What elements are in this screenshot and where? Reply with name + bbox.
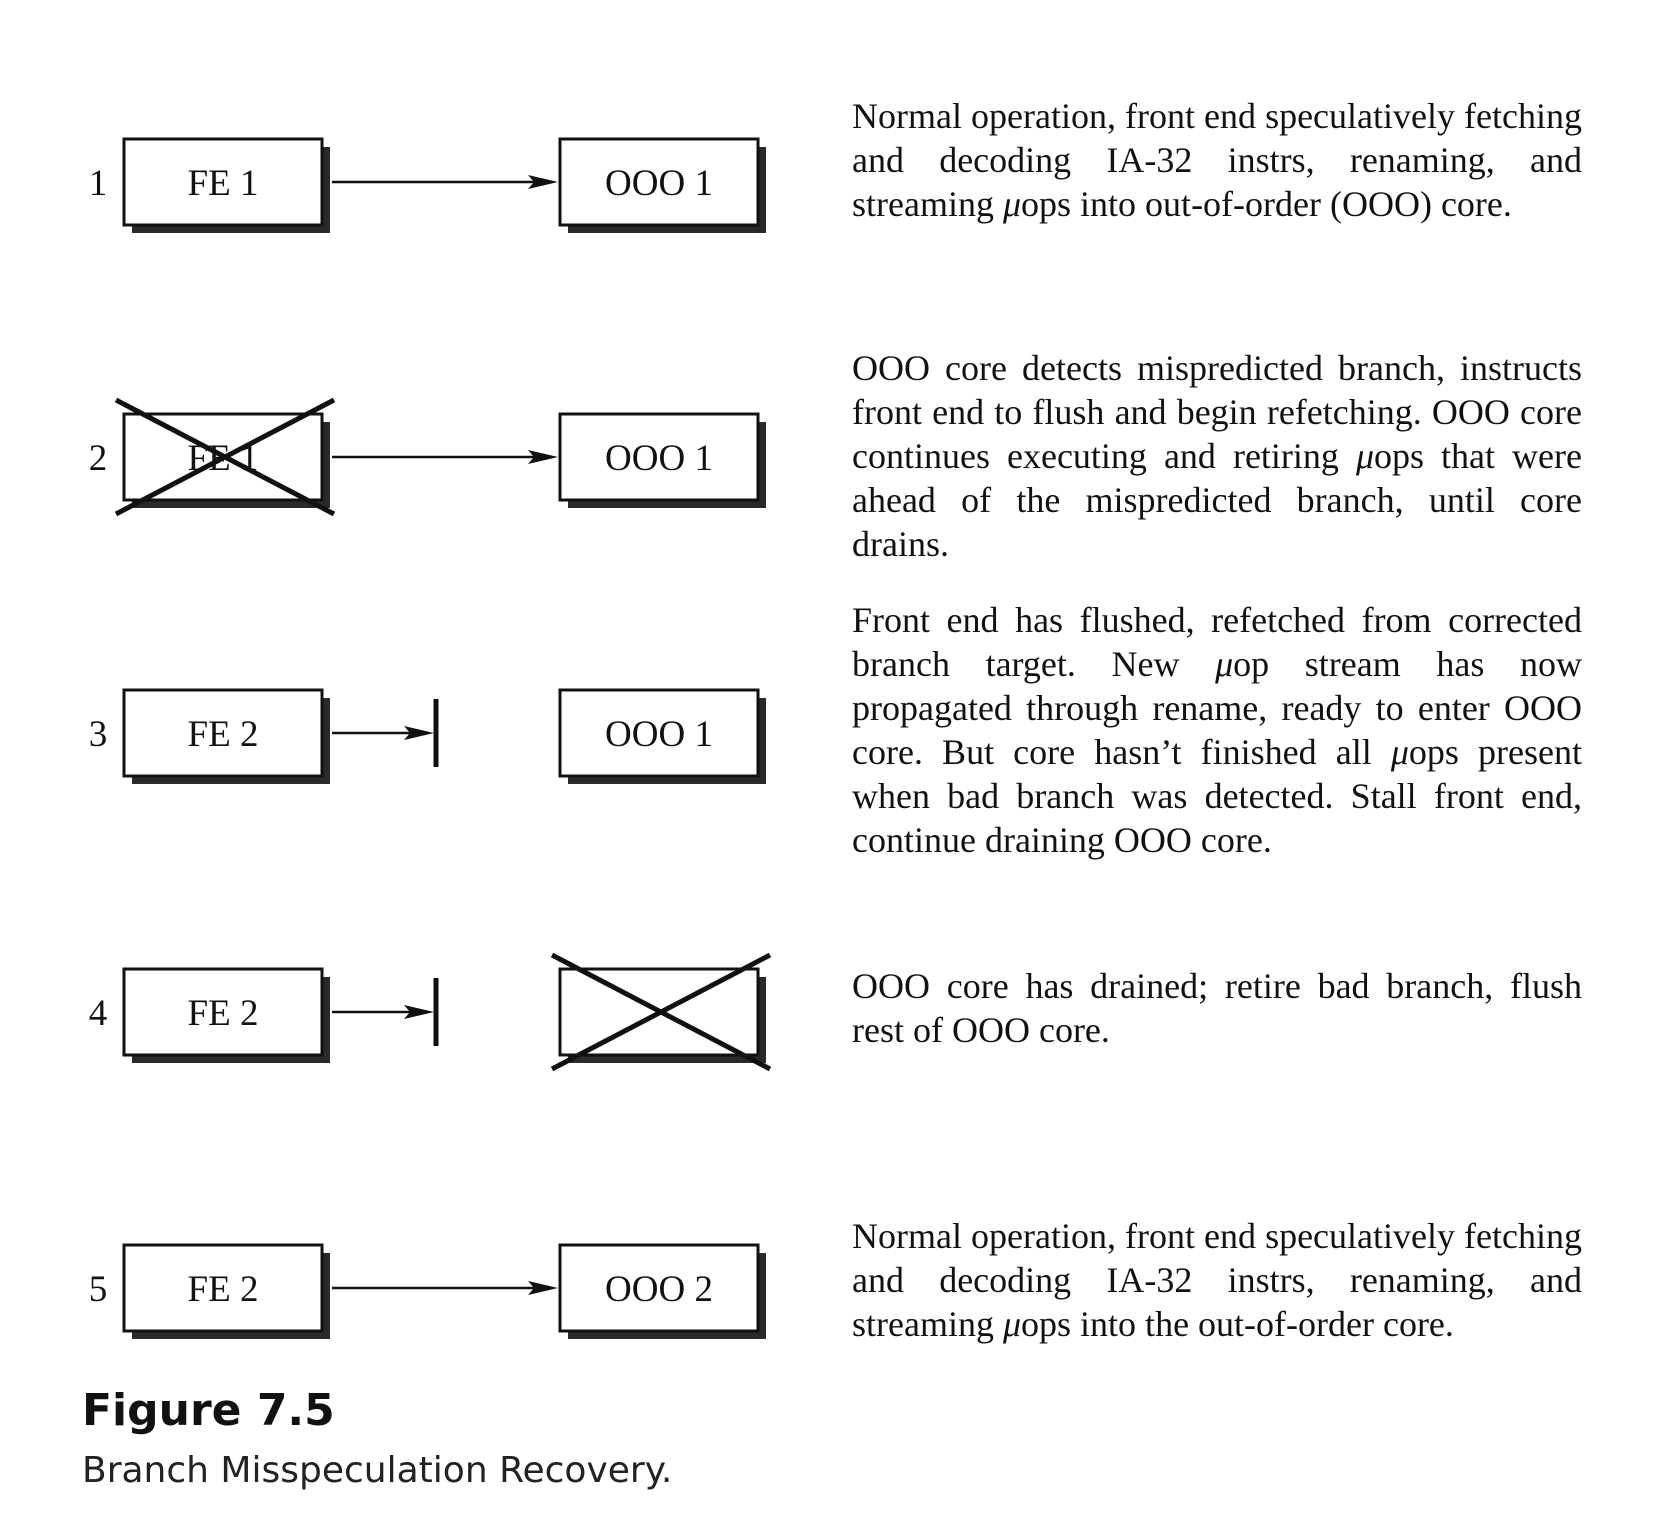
mu-symbol: μ (1002, 1304, 1022, 1344)
mu-symbol: μ (1002, 184, 1022, 224)
arrow-head (528, 450, 558, 464)
ooo-core-cross-line (550, 952, 772, 1072)
description-text: ops into out-of-order (OOO) core. (1021, 184, 1512, 224)
ooo-core-box (558, 412, 760, 502)
ooo-core-label: OOO 2 (605, 1269, 713, 1310)
ooo-core-box (558, 137, 760, 227)
front-end-cross-line (114, 397, 336, 517)
mu-symbol: μ (1215, 644, 1234, 684)
front-end-box (122, 967, 324, 1057)
stage-5-description: Normal operation, front end speculativel… (852, 1214, 1582, 1346)
description-text: ops into the out-of-order core. (1021, 1304, 1454, 1344)
arrow-head (404, 1005, 434, 1019)
front-end-box (122, 1243, 324, 1333)
ooo-core-box (558, 1243, 760, 1333)
figure-caption: Branch Misspeculation Recovery. (82, 1450, 673, 1491)
front-end-label: FE 2 (188, 714, 259, 755)
arrow-head (404, 726, 434, 740)
ooo-core-label: OOO 1 (605, 438, 713, 479)
description-text: OOO core has drained; retire bad branch,… (852, 966, 1582, 1050)
stage-1-description: Normal operation, front end speculativel… (852, 94, 1582, 226)
stage-number: 5 (89, 1269, 108, 1310)
stage-2-description: OOO core detects mispredicted branch, in… (852, 346, 1582, 566)
front-end-label: FE 1 (188, 163, 259, 204)
stage-number: 2 (89, 438, 108, 479)
front-end-box (122, 137, 324, 227)
front-end-label: FE 2 (188, 993, 259, 1034)
stage-number: 4 (89, 993, 108, 1034)
description-text: Normal operation, front end speculativel… (852, 96, 1582, 224)
description-text: Front end has flushed, refetched from co… (852, 600, 1582, 684)
stage-number: 3 (89, 714, 108, 755)
front-end-box (122, 688, 324, 778)
mu-symbol: μ (1390, 732, 1409, 772)
mu-symbol: μ (1355, 436, 1375, 476)
arrow-head (528, 175, 558, 189)
description-text: Normal operation, front end speculativel… (852, 1216, 1582, 1344)
stage-number: 1 (89, 163, 108, 204)
description-text: op stream has now propagated through ren… (852, 644, 1582, 772)
arrow-head (528, 1281, 558, 1295)
description-text: ops that were ahead of the mispredicted … (852, 436, 1582, 564)
stage-4-description: OOO core has drained; retire bad branch,… (852, 964, 1582, 1052)
description-text: ops present when bad branch was detected… (852, 732, 1582, 860)
ooo-core-box (558, 688, 760, 778)
stage-3-description: Front end has flushed, refetched from co… (852, 598, 1582, 862)
figure-label: Figure 7.5 (82, 1385, 335, 1436)
front-end-label: FE 2 (188, 1269, 259, 1310)
description-text: OOO core detects mispredicted branch, in… (852, 348, 1582, 476)
ooo-core-label: OOO 1 (605, 714, 713, 755)
ooo-core-label: OOO 1 (605, 163, 713, 204)
